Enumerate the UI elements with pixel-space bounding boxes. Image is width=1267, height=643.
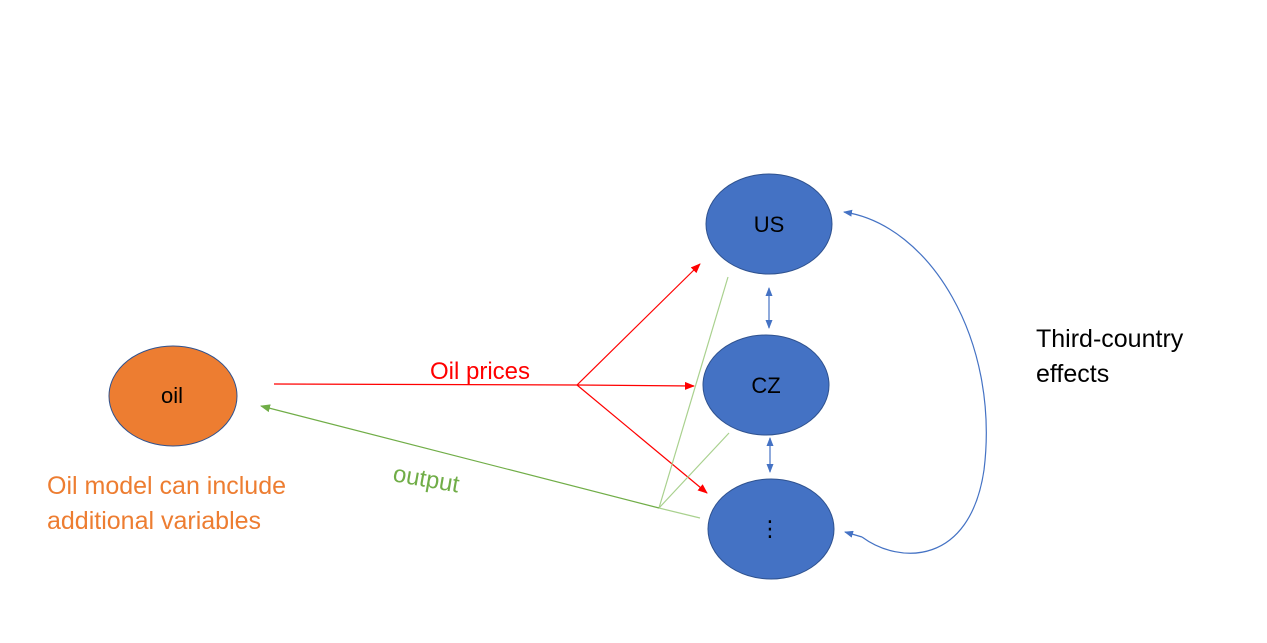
output-feed-us <box>658 276 729 509</box>
oil-model-note: Oil model can include additional variabl… <box>47 472 286 535</box>
node-cz-label: CZ <box>751 373 780 398</box>
country-links <box>765 209 987 554</box>
node-us: US <box>705 173 833 275</box>
oil-prices-arrow-us <box>576 263 701 386</box>
output-arrow-oil <box>260 404 660 509</box>
node-oil: oil <box>108 345 238 447</box>
oil-prices-arrow-other <box>576 384 708 494</box>
output-label: output <box>391 460 462 498</box>
third-country-curve <box>843 209 987 554</box>
third-country-note-line1: Third-country <box>1036 325 1184 353</box>
oil-model-note-line2: additional variables <box>47 507 261 535</box>
node-cz: CZ <box>702 334 830 436</box>
third-country-note-line2: effects <box>1036 360 1109 388</box>
node-cz-shape <box>702 334 830 436</box>
third-country-note: Third-country effects <box>1036 325 1184 388</box>
oil-prices-label: Oil prices <box>430 358 530 385</box>
oil-prices-edge <box>273 263 708 494</box>
node-other: ⋮ <box>707 478 835 580</box>
node-us-label: US <box>754 212 785 237</box>
oil-prices-trunk <box>273 383 578 386</box>
output-feed-other <box>658 507 701 519</box>
output-edge <box>260 276 730 519</box>
oil-prices-arrow-cz <box>576 381 695 390</box>
output-feed-cz <box>658 432 730 509</box>
node-other-label: ⋮ <box>759 516 781 541</box>
node-oil-shape <box>108 345 238 447</box>
node-us-shape <box>705 173 833 275</box>
node-oil-label: oil <box>161 383 183 408</box>
oil-model-note-line1: Oil model can include <box>47 472 286 500</box>
third-country-arrow-other <box>844 530 863 538</box>
node-other-shape <box>707 478 835 580</box>
